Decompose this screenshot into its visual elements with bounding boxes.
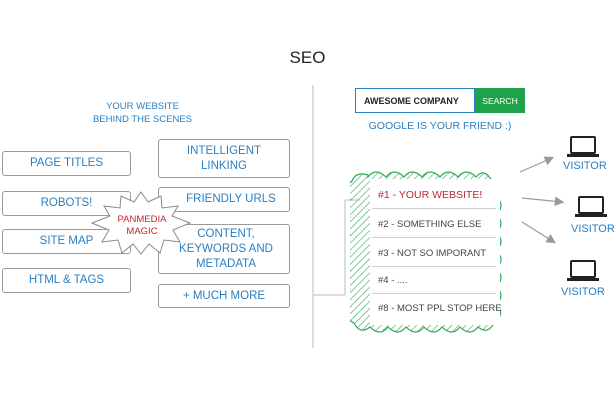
box-page-titles: PAGE TITLES	[2, 151, 131, 176]
visitor-label-2: VISITOR	[571, 223, 615, 235]
magic-starburst	[90, 191, 192, 255]
box-much-more: + MUCH MORE	[158, 284, 290, 308]
arrow-to-visitor-3	[521, 221, 557, 244]
magic-line-1: PANMEDIA	[117, 214, 167, 225]
results-cloud	[350, 171, 502, 333]
search-tagline: GOOGLE IS YOUR FRIEND :)	[368, 120, 512, 132]
result-item-3[interactable]: #3 - NOT SO IMPORANT	[372, 240, 496, 267]
search-input[interactable]: AWESOME COMPANY	[355, 88, 475, 113]
laptop-icon	[575, 196, 607, 217]
result-item-8[interactable]: #8 - MOST PPL STOP HERE	[378, 303, 502, 314]
starburst-shape	[90, 191, 192, 255]
left-subtitle: YOUR WEBSITE BEHIND THE SCENES	[85, 100, 200, 126]
box-friendly-urls: FRIENDLY URLS	[158, 187, 290, 212]
result-item-1[interactable]: #1 - YOUR WEBSITE!	[372, 182, 496, 209]
subtitle-line-2: BEHIND THE SCENES	[92, 114, 193, 125]
visitor-label-1: VISITOR	[563, 160, 607, 172]
result-item-4[interactable]: #4 - ....	[372, 267, 496, 294]
box-robots: ROBOTS!	[2, 191, 131, 216]
arrow-to-visitor-1	[519, 156, 555, 173]
result-item-2[interactable]: #2 - SOMETHING ELSE	[372, 211, 496, 238]
magic-label: PANMEDIA MAGIC	[106, 214, 178, 238]
laptop-icon	[567, 260, 599, 281]
results-panel	[370, 179, 500, 325]
magic-line-2: MAGIC	[126, 226, 158, 237]
subtitle-line-1: YOUR WEBSITE	[106, 101, 179, 112]
arrow-to-visitor-2	[521, 196, 565, 207]
search-button[interactable]: SEARCH	[475, 88, 525, 113]
page-title: SEO	[289, 48, 326, 67]
laptop-icon	[567, 136, 599, 157]
box-html-tags: HTML & TAGS	[2, 268, 131, 293]
box-intelligent-linking: INTELLIGENT LINKING	[158, 139, 290, 178]
visitor-label-3: VISITOR	[561, 286, 605, 298]
box-content-keywords: CONTENT, KEYWORDS AND METADATA	[158, 224, 290, 274]
